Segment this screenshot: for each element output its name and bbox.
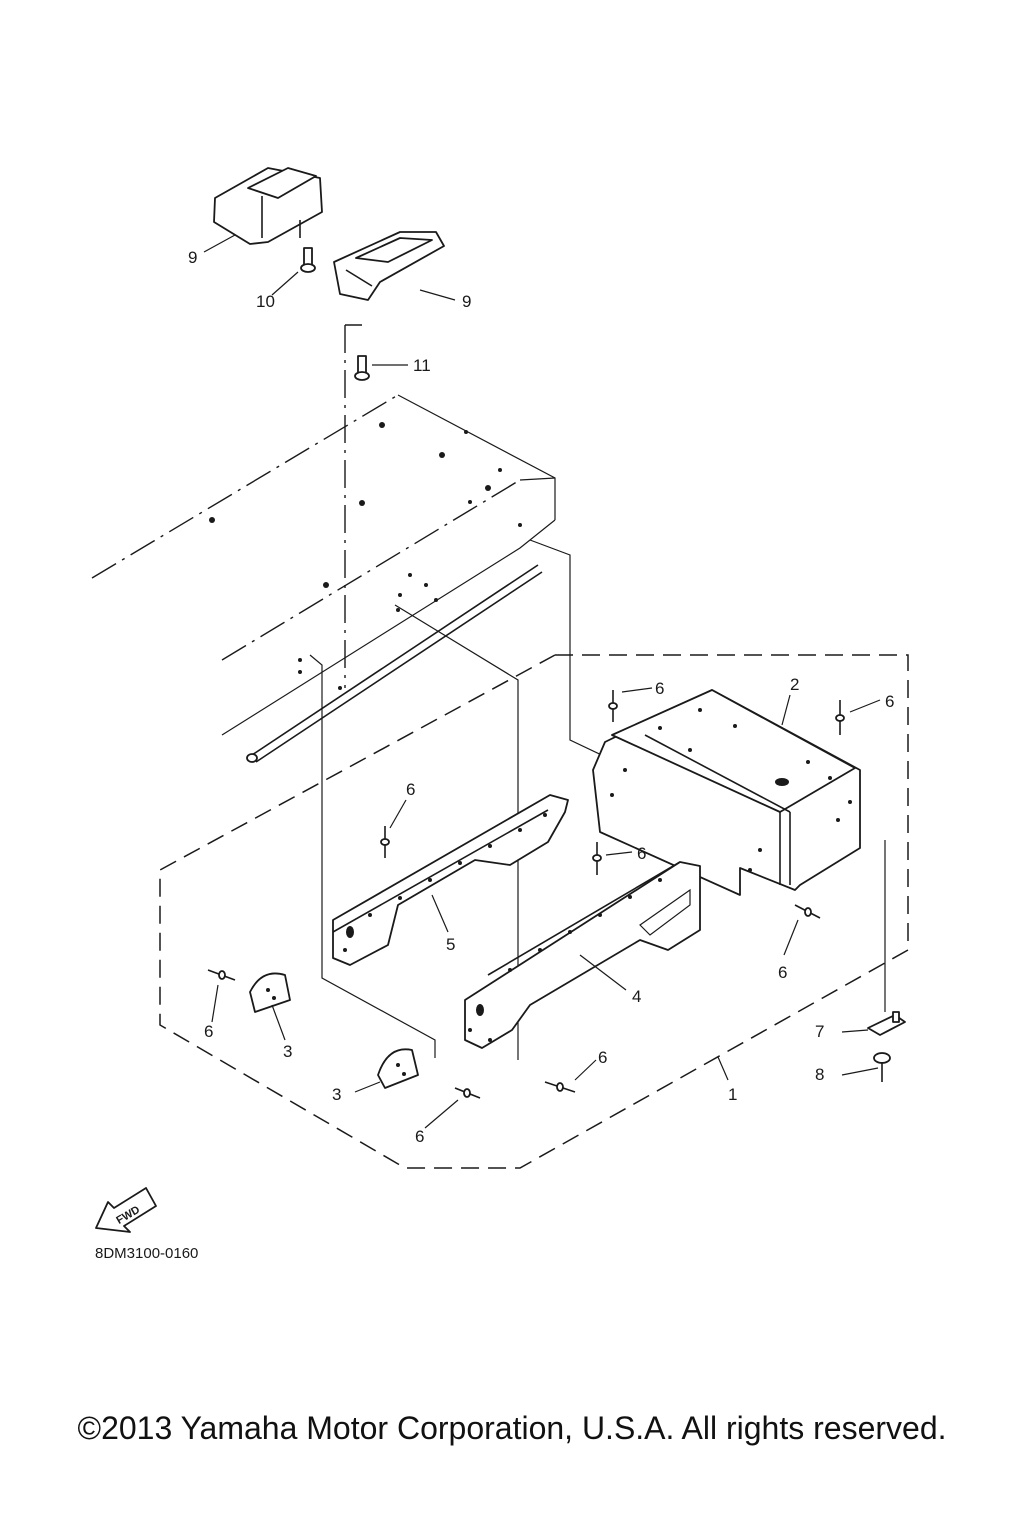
part-3-bushing-right [377,1048,419,1089]
part-2-bracket [592,689,861,896]
callout-6-bracket: 6 [778,963,787,982]
callout-3-lower: 3 [332,1085,341,1104]
callout-11: 8 [815,1065,824,1084]
part-7-cover [333,231,445,301]
part-8-cover [213,167,323,245]
callout-6-left: 6 [204,1022,213,1041]
callout-6-mid: 6 [637,844,646,863]
callout-6: 6 [655,679,664,698]
part-6-rivet [207,690,845,1099]
part-3-bushing-left [249,972,291,1013]
callout-2: 2 [790,675,799,694]
assembly-boundary [159,654,909,1169]
part-5-rail [332,794,569,966]
callout-6-lowest: 6 [415,1127,424,1146]
callout-6-rail: 6 [406,780,415,799]
copyright-notice: ©2013 Yamaha Motor Corporation, U.S.A. A… [77,1410,947,1446]
callout-4: 4 [632,987,641,1006]
callout-6-right: 6 [885,692,894,711]
callout-6-bottom: 6 [598,1048,607,1067]
callout-7: 9 [462,292,471,311]
callout-8: 9 [188,248,197,267]
figure-code: 8DM3100-0160 [95,1245,198,1262]
callout-9-lower: 11 [413,356,431,375]
body-outline [91,324,771,1060]
part-9-bolt [300,247,316,273]
callout-9: 10 [256,292,275,311]
part-9-bolt-lower [354,355,370,381]
callout-5: 5 [446,935,455,954]
part-10-plate [867,1011,906,1036]
callout-1: 1 [728,1085,737,1104]
fwd-arrow-icon: FWD [95,1187,157,1233]
part-4-rail [464,861,701,1049]
part-11-rivet [873,1052,891,1082]
callout-10: 7 [815,1022,824,1041]
callout-3: 3 [283,1042,292,1061]
leader-lines [203,234,881,1129]
